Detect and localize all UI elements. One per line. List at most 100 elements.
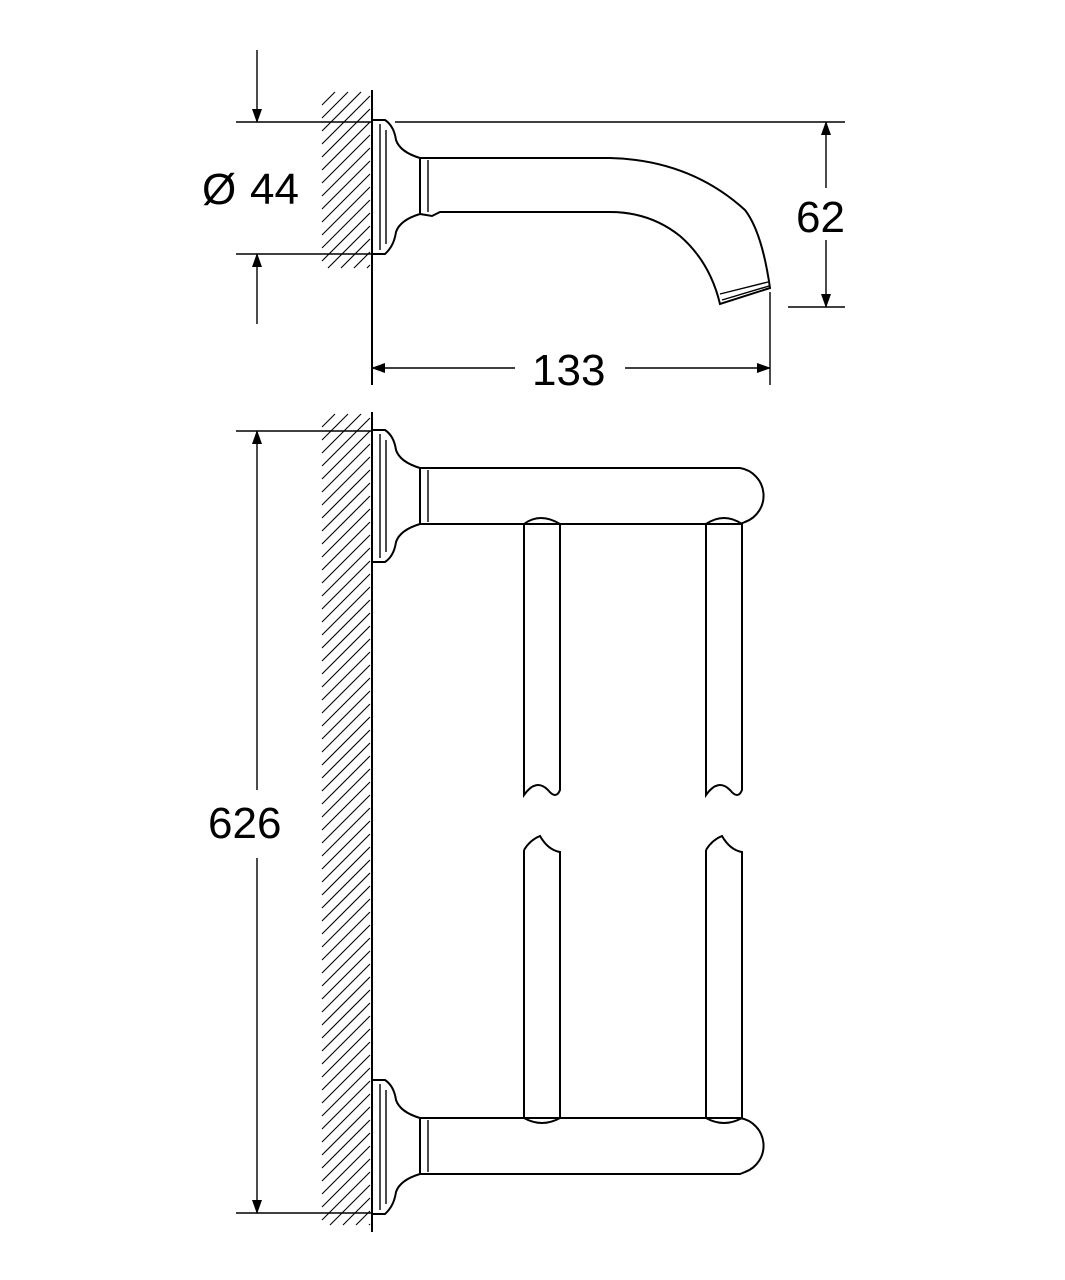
hatch-line — [321, 794, 371, 844]
hatch-line — [321, 521, 371, 571]
hatch-line — [321, 482, 371, 532]
hatch-line — [321, 95, 371, 145]
wall-hatching-bottom — [321, 413, 371, 1226]
front-view: 626 — [208, 412, 765, 1232]
hatch-line — [321, 443, 371, 493]
hatch-line — [321, 846, 371, 896]
hatch-line — [321, 1028, 371, 1078]
hatch-line — [321, 677, 371, 727]
arm-lower — [420, 1117, 765, 1175]
rail-left-lower — [523, 834, 561, 1124]
hatch-line — [321, 638, 371, 688]
hatch-line — [321, 1106, 371, 1156]
hatch-line — [321, 885, 371, 935]
hatch-line — [321, 160, 371, 210]
hatch-line — [321, 729, 371, 779]
hatch-line — [321, 963, 371, 1013]
hatch-line — [321, 413, 362, 454]
hatch-line — [321, 186, 371, 236]
hatch-line — [321, 469, 371, 519]
hatch-line — [321, 1041, 371, 1091]
hatch-line — [321, 833, 371, 883]
rail-right-upper — [705, 517, 743, 799]
wall-hatching-top — [321, 91, 371, 269]
hatch-line — [321, 1054, 371, 1104]
length-label: 626 — [208, 799, 281, 848]
hatch-line — [321, 573, 371, 623]
side-view: Ø 44 62 133 — [202, 50, 845, 395]
hatch-line — [321, 495, 371, 545]
hatch-line — [321, 872, 371, 922]
hatch-line — [366, 264, 371, 269]
hatch-line — [329, 1184, 371, 1226]
hatch-line — [321, 612, 371, 662]
rail-right-lower — [705, 834, 743, 1124]
hatch-line — [321, 147, 371, 197]
hatch-line — [321, 599, 371, 649]
hatch-line — [321, 413, 349, 441]
rosette-lower — [372, 1079, 421, 1215]
hatch-line — [321, 134, 371, 184]
hatch-line — [321, 937, 371, 987]
hatch-line — [368, 1223, 371, 1226]
hatch-line — [321, 417, 371, 467]
hatch-line — [321, 1080, 371, 1130]
hatch-line — [321, 456, 371, 506]
depth-label: 133 — [532, 346, 605, 395]
hatch-line — [321, 1171, 371, 1221]
hatch-line — [321, 91, 349, 119]
projection-label: 62 — [796, 193, 845, 242]
hatch-line — [321, 898, 371, 948]
hatch-line — [321, 199, 371, 249]
hatch-line — [321, 716, 371, 766]
hatch-line — [321, 586, 371, 636]
hatch-line — [321, 989, 371, 1039]
hatch-line — [321, 820, 371, 870]
hatch-line — [321, 91, 336, 106]
hatch-line — [321, 690, 371, 740]
hatch-line — [321, 911, 371, 961]
hatch-line — [321, 173, 371, 223]
hatch-line — [321, 924, 371, 974]
hatch-line — [321, 430, 371, 480]
hatch-line — [321, 91, 362, 132]
hatch-line — [321, 1119, 371, 1169]
hatch-line — [321, 976, 371, 1026]
hatch-line — [321, 807, 371, 857]
hatch-line — [321, 703, 371, 753]
rosette-top — [372, 119, 421, 255]
hatch-line — [321, 625, 371, 675]
rosette-upper — [372, 429, 421, 563]
hatch-line — [342, 1197, 371, 1226]
hatch-line — [321, 508, 371, 558]
hatch-line — [321, 1002, 371, 1052]
hatch-line — [321, 1067, 371, 1117]
hatch-line — [321, 1145, 371, 1195]
hatch-line — [321, 121, 371, 171]
hatch-line — [321, 755, 371, 805]
hatch-line — [321, 664, 371, 714]
hatch-line — [321, 1093, 371, 1143]
hatch-line — [327, 225, 371, 269]
hatch-line — [321, 950, 371, 1000]
diameter-symbol-label: Ø — [202, 165, 236, 214]
hatch-line — [321, 108, 371, 158]
hatch-line — [321, 651, 371, 701]
hatch-line — [321, 768, 371, 818]
diameter-label: 44 — [250, 165, 299, 214]
hatch-line — [321, 859, 371, 909]
hatch-line — [321, 1158, 371, 1208]
hatch-line — [321, 212, 371, 262]
hatch-line — [321, 1132, 371, 1182]
hatch-line — [321, 547, 371, 597]
hatch-line — [321, 1015, 371, 1065]
hatch-line — [321, 534, 371, 584]
hatch-line — [321, 560, 371, 610]
arm-upper — [420, 467, 765, 525]
hatch-line — [321, 742, 371, 792]
rail-left-upper — [523, 517, 561, 799]
arm-profile — [419, 157, 772, 306]
hatch-line — [321, 413, 336, 428]
hatch-line — [321, 781, 371, 831]
